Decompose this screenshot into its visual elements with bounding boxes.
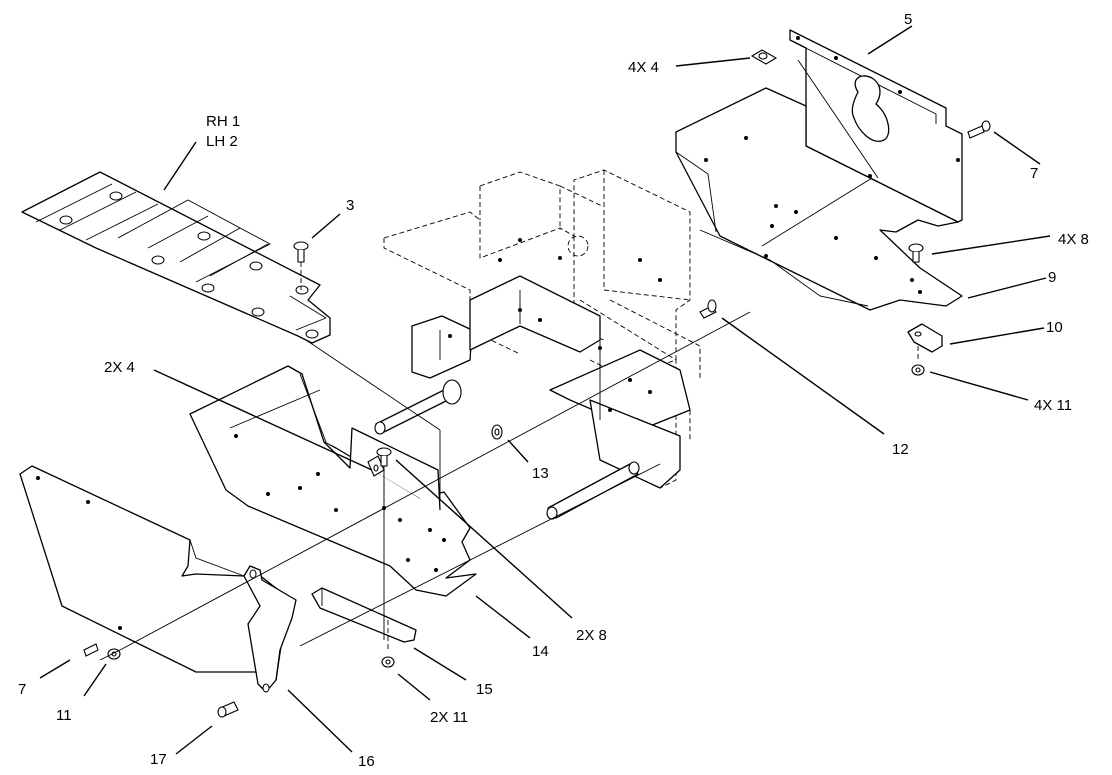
axle-shaft-upper	[374, 379, 462, 435]
bolt-7-left	[83, 643, 99, 657]
callout-2x8: 2X 8	[576, 627, 607, 644]
washer-13	[491, 424, 503, 440]
center-frame	[383, 169, 701, 489]
nut-4x11	[911, 346, 925, 376]
bolt-17	[217, 701, 239, 718]
callout-2x11: 2X 11	[430, 709, 468, 726]
bracket-10	[907, 323, 943, 353]
nut-plate-4x4	[750, 49, 778, 65]
leader-lines	[39, 25, 1051, 755]
callout-13: 13	[532, 465, 549, 482]
carriage-bolt-4x8	[908, 243, 924, 263]
callout-4x8: 4X 8	[1058, 231, 1089, 248]
callout-3: 3	[346, 197, 354, 214]
bolt-7-right	[967, 120, 991, 139]
callout-4x4: 4X 4	[628, 59, 659, 76]
callout-5: 5	[904, 11, 912, 28]
callout-16: 16	[358, 753, 375, 770]
carriage-bolt-3	[293, 241, 309, 290]
callout-7-right: 7	[1030, 165, 1038, 182]
callout-17: 17	[150, 751, 167, 768]
callout-14: 14	[532, 643, 549, 660]
nut-plate-2x4	[367, 455, 385, 477]
callout-7-left: 7	[18, 681, 26, 698]
callout-12: 12	[892, 441, 909, 458]
callout-9: 9	[1048, 269, 1056, 286]
right-shroud-upper-5	[789, 29, 963, 223]
callout-11: 11	[56, 707, 72, 724]
axle-shaft-lower	[546, 461, 640, 520]
callout-lh2: LH 2	[206, 133, 238, 150]
callout-10: 10	[1046, 319, 1063, 336]
rear-bracket-16	[243, 565, 297, 693]
callout-15: 15	[476, 681, 493, 698]
callout-labels: RH 1 LH 2 3 5 4X 4 7 4X 8 9 10 4X 11 12 …	[18, 11, 1089, 770]
right-shroud-lower-9	[675, 87, 963, 311]
bracket-15	[311, 587, 417, 643]
nut-2x11	[381, 620, 395, 668]
callout-rh1: RH 1	[206, 113, 240, 130]
callout-4x11: 4X 11	[1034, 397, 1072, 414]
callout-2x4: 2X 4	[104, 359, 135, 376]
assembly-axis-lines	[99, 59, 879, 661]
bolt-12	[699, 299, 717, 319]
footrest-plate	[21, 171, 331, 344]
